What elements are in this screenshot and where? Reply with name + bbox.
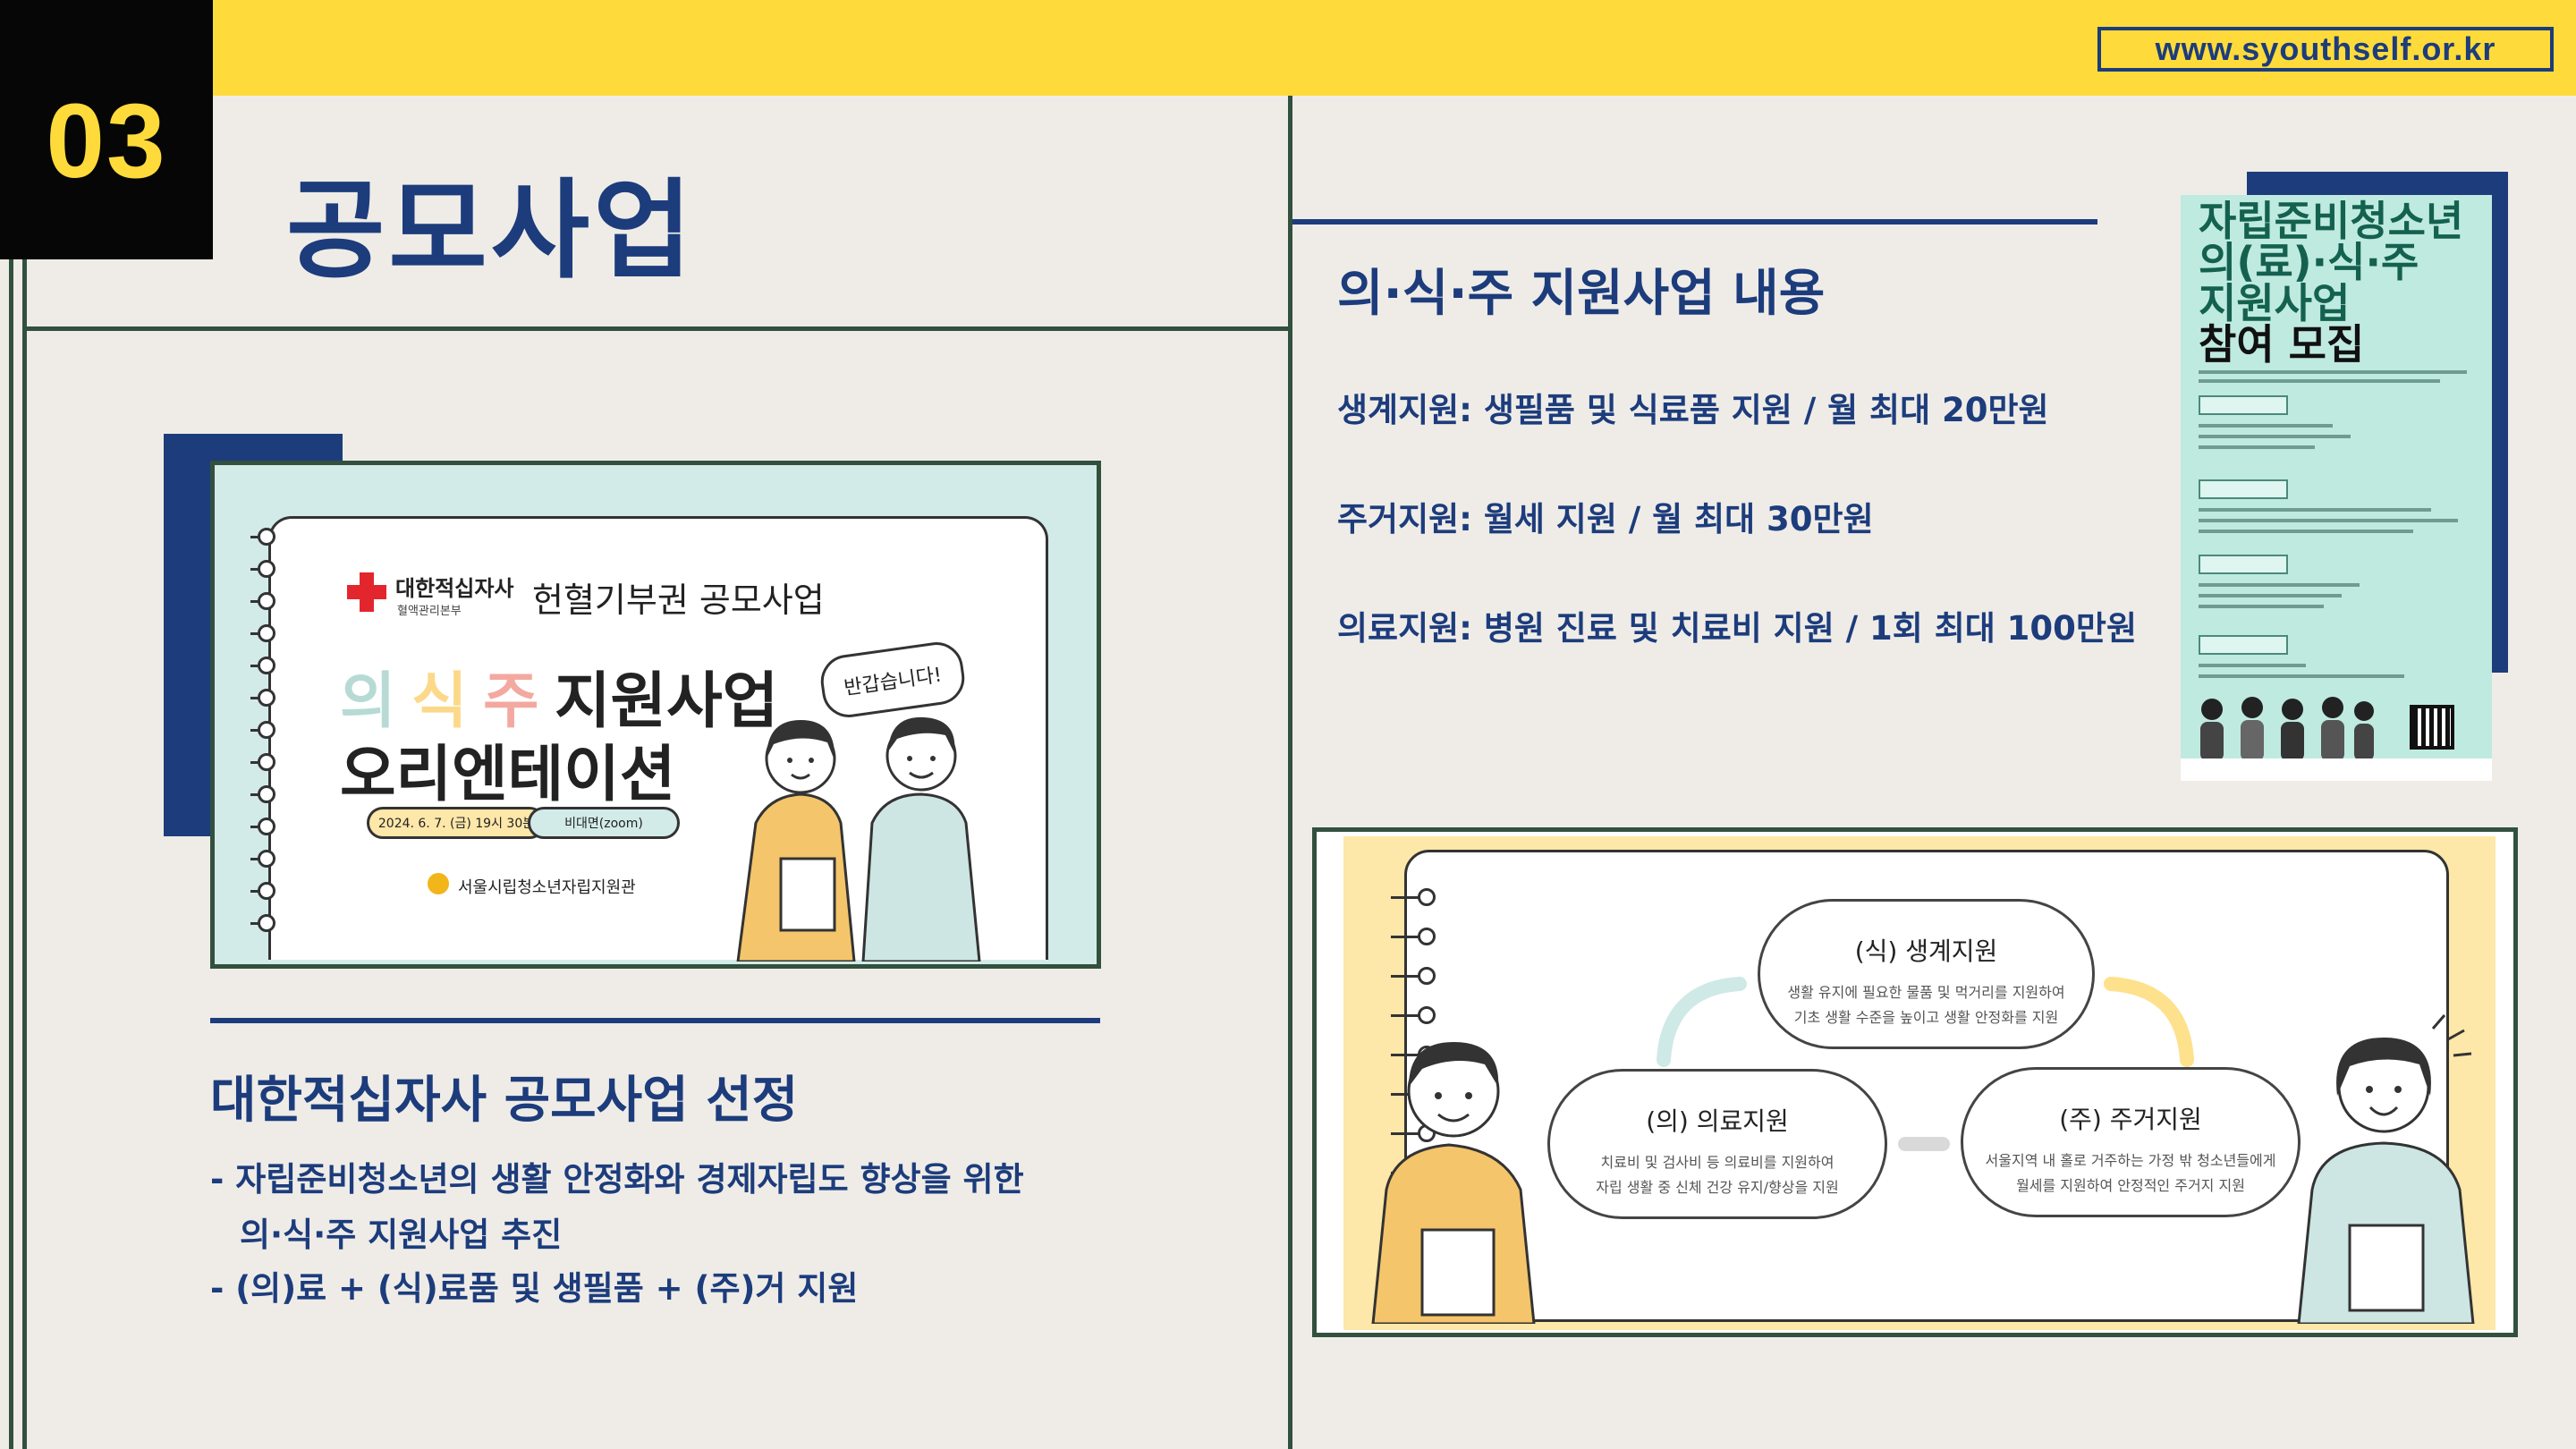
poster-tag (2199, 555, 2288, 574)
title-char-ju: 주 (483, 666, 539, 737)
website-url[interactable]: www.syouthself.or.kr (2097, 27, 2554, 72)
center-divider (1288, 96, 1292, 1449)
title-char-sik: 식 (411, 666, 468, 737)
mode-pill: 비대면(zoom) (528, 807, 680, 839)
poster-text-line (2199, 530, 2413, 533)
support-heading-rule (1292, 219, 2097, 225)
food-support-desc-1: 생활 유지에 필요한 물품 및 먹거리를 지원하여 (1787, 984, 2065, 1001)
poster-text-line (2199, 605, 2324, 608)
housing-support-desc-2: 월세를 지원하여 안정적인 주거지 지원 (2016, 1177, 2245, 1194)
org-name: 대한적십자사 (395, 576, 514, 601)
section-badge (0, 0, 213, 259)
left-frame-line-inner (22, 259, 27, 1449)
girl-illustration (2297, 1014, 2475, 1324)
food-support-bubble[interactable]: (식) 생계지원 생활 유지에 필요한 물품 및 먹거리를 지원하여 기초 생활… (1758, 899, 2095, 1049)
poster-line-1: 자립준비청소년 (2199, 197, 2464, 245)
support-item-housing: 주거지원: 월세 지원 / 월 최대 30만원 (1337, 500, 1874, 538)
poster-text-line (2199, 674, 2404, 678)
housing-support-bubble[interactable]: (주) 주거지원 서울지역 내 홀로 거주하는 가정 밖 청소년들에게 월세를 … (1961, 1067, 2301, 1217)
connector-dash (1898, 1137, 1950, 1151)
section-number: 03 (46, 82, 167, 200)
org-sub: 혈액관리본부 (397, 605, 462, 618)
poster-tag (2199, 635, 2288, 655)
poster-crowd-illustration (2190, 691, 2377, 763)
poster-text-line (2199, 424, 2333, 428)
poster-text-line (2199, 519, 2458, 522)
poster-text-line (2199, 379, 2440, 383)
left-frame-line (9, 96, 13, 1449)
title-underline (22, 326, 1288, 331)
diagram-connectors (1657, 977, 2194, 1067)
poster-footer (2181, 758, 2492, 781)
poster-text-line (2199, 594, 2342, 597)
notebook-rings (250, 528, 293, 948)
students-illustration (736, 716, 981, 962)
poster-text-line (2199, 370, 2467, 374)
boy-illustration (1371, 1042, 1536, 1324)
selection-line-2: 의·식·주 지원사업 추진 (240, 1216, 563, 1254)
food-support-title: (식) 생계지원 (1854, 936, 1998, 966)
support-item-living: 생계지원: 생필품 및 식료품 지원 / 월 최대 20만원 (1337, 391, 2049, 429)
host-logo-icon (428, 873, 449, 894)
page-title: 공모사업 (286, 169, 696, 293)
poster-text-line (2199, 445, 2315, 449)
red-cross-icon (347, 572, 386, 612)
medical-support-bubble[interactable]: (의) 의료지원 치료비 및 검사비 등 의료비를 지원하여 자립 생활 중 신… (1547, 1069, 1887, 1219)
poster-line-3: 지원사업 (2199, 279, 2351, 327)
orientation-title-rest: 지원사업 (555, 666, 779, 737)
housing-support-desc-1: 서울지역 내 홀로 거주하는 가정 밖 청소년들에게 (1985, 1152, 2276, 1169)
orientation-title-line2: 오리엔테이션 (340, 740, 676, 810)
support-title: 의·식·주 지원사업 내용 (1337, 265, 1826, 323)
support-item-medical: 의료지원: 병원 진료 및 치료비 지원 / 1회 최대 100만원 (1337, 609, 2137, 648)
host-name: 서울시립청소년자립지원관 (458, 878, 636, 897)
housing-support-title: (주) 주거지원 (2059, 1105, 2202, 1134)
medical-support-desc-1: 치료비 및 검사비 등 의료비를 지원하여 (1600, 1154, 1835, 1171)
selection-line-1: - 자립준비청소년의 생활 안정화와 경제자립도 향상을 위한 (210, 1160, 1024, 1199)
date-pill-text: 2024. 6. 7. (금) 19시 30분 (377, 817, 535, 831)
selection-title: 대한적십자사 공모사업 선정 (210, 1072, 799, 1130)
poster-line-4: 참여 모집 (2199, 320, 2365, 369)
mode-pill-text: 비대면(zoom) (564, 817, 643, 831)
title-char-ui: 의 (340, 666, 396, 737)
poster-text-line (2199, 583, 2360, 587)
program-name: 헌혈기부권 공모사업 (532, 580, 825, 620)
date-pill: 2024. 6. 7. (금) 19시 30분 (367, 807, 546, 839)
selection-line-3: - (의)료 + (식)료품 및 생필품 + (주)거 지원 (210, 1269, 859, 1308)
food-support-desc-2: 기초 생활 수준을 높이고 생활 안정화를 지원 (1793, 1009, 2059, 1026)
qr-code-icon (2410, 705, 2454, 750)
poster-tag (2199, 395, 2288, 415)
selection-heading-rule (210, 1018, 1100, 1023)
poster-text-line (2199, 664, 2306, 667)
poster-text-line (2199, 508, 2431, 512)
recruitment-poster[interactable]: 자립준비청소년 의(료)·식·주 지원사업 참여 모집 (2181, 195, 2492, 781)
medical-support-title: (의) 의료지원 (1646, 1106, 1789, 1136)
medical-support-desc-2: 자립 생활 중 신체 건강 유지/향상을 지원 (1596, 1179, 1839, 1196)
poster-line-2: 의(료)·식·주 (2199, 238, 2419, 286)
poster-tag (2199, 479, 2288, 499)
poster-text-line (2199, 435, 2351, 438)
